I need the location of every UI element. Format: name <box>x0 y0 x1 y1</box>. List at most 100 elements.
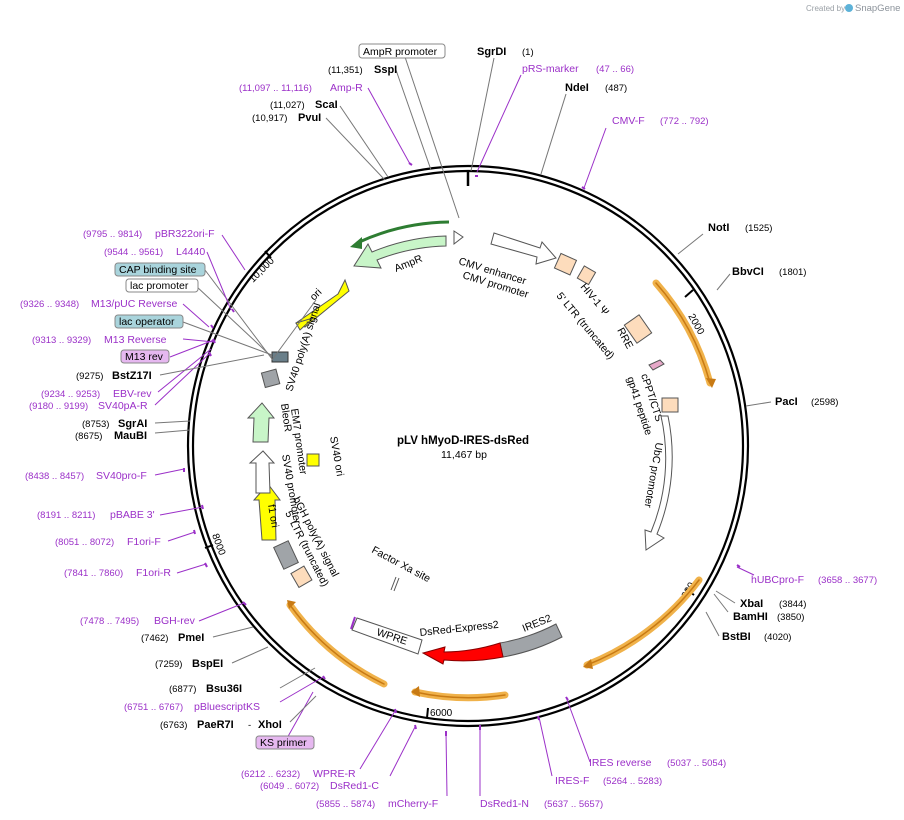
factor-xa-marker-a <box>390 576 397 591</box>
f1-ori-arrow <box>252 483 281 541</box>
boxed-m13-rev[interactable]: M13 rev <box>120 349 170 364</box>
primer-sv40pa-r[interactable]: SV40pA-R <box>98 400 148 412</box>
site-ndei[interactable]: NdeI <box>565 82 589 94</box>
primer-wpre-r-pos: (6212 .. 6232) <box>241 769 300 780</box>
site-bstz17i-pos: (9275) <box>76 371 103 382</box>
boxed-ks-primer-label: KS primer <box>260 737 307 749</box>
primer-ires-reverse[interactable]: IRES reverse <box>589 757 652 769</box>
primer-mcherry-f[interactable]: mCherry-F <box>388 798 438 810</box>
dsred-arrow <box>421 642 504 665</box>
primer-pbluescriptks-pos: (6751 .. 6767) <box>124 702 183 713</box>
primer-pbabe-pos: (8191 .. 8211) <box>37 510 95 521</box>
site-bstbi[interactable]: BstBI <box>722 631 751 643</box>
primer-l4440[interactable]: L4440 <box>176 246 205 258</box>
wpre-arrow <box>350 616 423 655</box>
site-paci[interactable]: PacI <box>775 396 798 408</box>
primer-l4440-pos: (9544 .. 9561) <box>104 247 163 258</box>
site-pmei[interactable]: PmeI <box>178 632 204 644</box>
site-paer7i[interactable]: PaeR7I <box>197 719 234 731</box>
primer-f1ori-r[interactable]: F1ori-R <box>136 567 171 579</box>
primer-cmv-f-pos: (772 .. 792) <box>660 116 709 127</box>
site-maubi[interactable]: MauBI <box>114 430 147 442</box>
credit-created-by: Created by <box>806 4 845 13</box>
label-f1-ori: f1 ori <box>265 503 281 528</box>
primer-ebv-rev-pos: (9234 .. 9253) <box>41 389 100 400</box>
site-pmei-pos: (7462) <box>141 633 168 644</box>
primer-mcherry-f-pos: (5855 .. 5874) <box>316 799 375 810</box>
primer-m13-reverse-pos: (9313 .. 9329) <box>32 335 91 346</box>
site-bbvci[interactable]: BbvCI <box>732 266 764 278</box>
ampr-arrow <box>350 220 464 269</box>
snapgene-logo-icon <box>845 4 853 12</box>
site-bsu36i[interactable]: Bsu36I <box>206 683 242 695</box>
ubc-arrow <box>644 415 673 551</box>
boxed-lac-promoter-label: lac promoter <box>130 280 189 292</box>
site-paci-pos: (2598) <box>811 397 838 408</box>
site-maubi-pos: (8675) <box>75 431 102 442</box>
primer-dsred1-n[interactable]: DsRed1-N <box>480 798 529 810</box>
site-xhoi[interactable]: XhoI <box>258 719 282 731</box>
boxed-cap-binding-site[interactable]: CAP binding site <box>114 262 206 277</box>
site-sgrai-pos: (8753) <box>82 419 109 430</box>
label-ltr5: 5' LTR (truncated) <box>554 290 617 362</box>
site-pvui[interactable]: PvuI <box>298 112 321 124</box>
gp41-box <box>661 397 679 413</box>
label-factor-xa: Factor Xa site <box>370 544 433 585</box>
primer-f1ori-f[interactable]: F1ori-F <box>127 536 161 548</box>
primer-amp-r-pos: (11,097 .. 11,116) <box>239 83 312 94</box>
site-bstz17i[interactable]: BstZ17I <box>112 370 152 382</box>
primer-amp-r[interactable]: Amp-R <box>330 82 363 94</box>
sv40-promoter-arrow <box>248 450 276 494</box>
boxed-ampr-promoter-label: AmpR promoter <box>363 46 438 58</box>
site-scai[interactable]: ScaI <box>315 99 338 111</box>
primer-dsred1-n-pos: (5637 .. 5657) <box>544 799 603 810</box>
boxed-ampr-promoter[interactable]: AmpR promoter <box>358 43 446 59</box>
orf-arcs <box>286 279 714 702</box>
primer-sv40pro-f-pos: (8438 .. 8457) <box>25 471 84 482</box>
label-dsred: DsRed-Express2 <box>419 619 499 639</box>
plasmid-name: pLV hMyoD-IRES-dsRed <box>397 435 529 447</box>
primer-bgh-rev[interactable]: BGH-rev <box>154 615 196 627</box>
primer-cmv-f[interactable]: CMV-F <box>612 115 645 127</box>
hiv-psi-box <box>576 265 597 286</box>
site-xbai[interactable]: XbaI <box>740 598 763 610</box>
boxed-lac-promoter[interactable]: lac promoter <box>125 278 199 293</box>
boxed-ks-primer[interactable]: KS primer <box>255 735 315 750</box>
rre-box <box>623 314 653 344</box>
site-pvui-pos: (10,917) <box>252 113 287 124</box>
site-bspei[interactable]: BspEI <box>192 658 223 670</box>
site-noti[interactable]: NotI <box>708 222 729 234</box>
factor-xa-marker-b <box>393 577 400 592</box>
site-sspi[interactable]: SspI <box>374 64 397 76</box>
site-bamhi-pos: (3850) <box>777 612 804 623</box>
site-sgrdi[interactable]: SgrDI <box>477 46 506 58</box>
primer-pbabe[interactable]: pBABE 3' <box>110 509 155 521</box>
primer-m13-reverse[interactable]: M13 Reverse <box>104 334 167 346</box>
primer-f1ori-f-pos: (8051 .. 8072) <box>55 537 114 548</box>
site-sgrai[interactable]: SgrAI <box>118 418 147 430</box>
primer-hubcpro-f[interactable]: hUBCpro-F <box>751 574 804 586</box>
site-paer7i-pos: (6763) <box>160 720 187 731</box>
primer-ires-f[interactable]: IRES-F <box>555 775 589 787</box>
primer-markers <box>183 162 741 736</box>
boxed-lac-operator[interactable]: lac operator <box>114 314 184 329</box>
label-bleor: BleoR <box>278 403 294 433</box>
site-sspi-pos: (11,351) <box>328 65 363 76</box>
primer-dsred1-c[interactable]: DsRed1-C <box>330 780 379 792</box>
tick-6000: 6000 <box>430 708 453 719</box>
primer-ebv-rev[interactable]: EBV-rev <box>113 388 152 400</box>
primer-wpre-r[interactable]: WPRE-R <box>313 768 356 780</box>
plasmid-length: 11,467 bp <box>441 449 487 461</box>
primer-prs-marker[interactable]: pRS-marker <box>522 63 579 75</box>
primer-ires-f-pos: (5264 .. 5283) <box>603 776 662 787</box>
primer-sv40pro-f[interactable]: SV40pro-F <box>96 470 147 482</box>
primer-pbluescriptks[interactable]: pBluescriptKS <box>194 701 260 713</box>
primer-f1ori-r-pos: (7841 .. 7860) <box>64 568 123 579</box>
primer-pbr322ori-f-pos: (9795 .. 9814) <box>83 229 142 240</box>
primer-m13puc-reverse[interactable]: M13/pUC Reverse <box>91 298 178 310</box>
site-scai-pos: (11,027) <box>270 100 305 111</box>
site-bamhi[interactable]: BamHI <box>733 611 768 623</box>
bgh-box <box>273 540 299 570</box>
sv40-polya-box <box>260 368 281 389</box>
primer-pbr322ori-f[interactable]: pBR322ori-F <box>155 228 215 240</box>
